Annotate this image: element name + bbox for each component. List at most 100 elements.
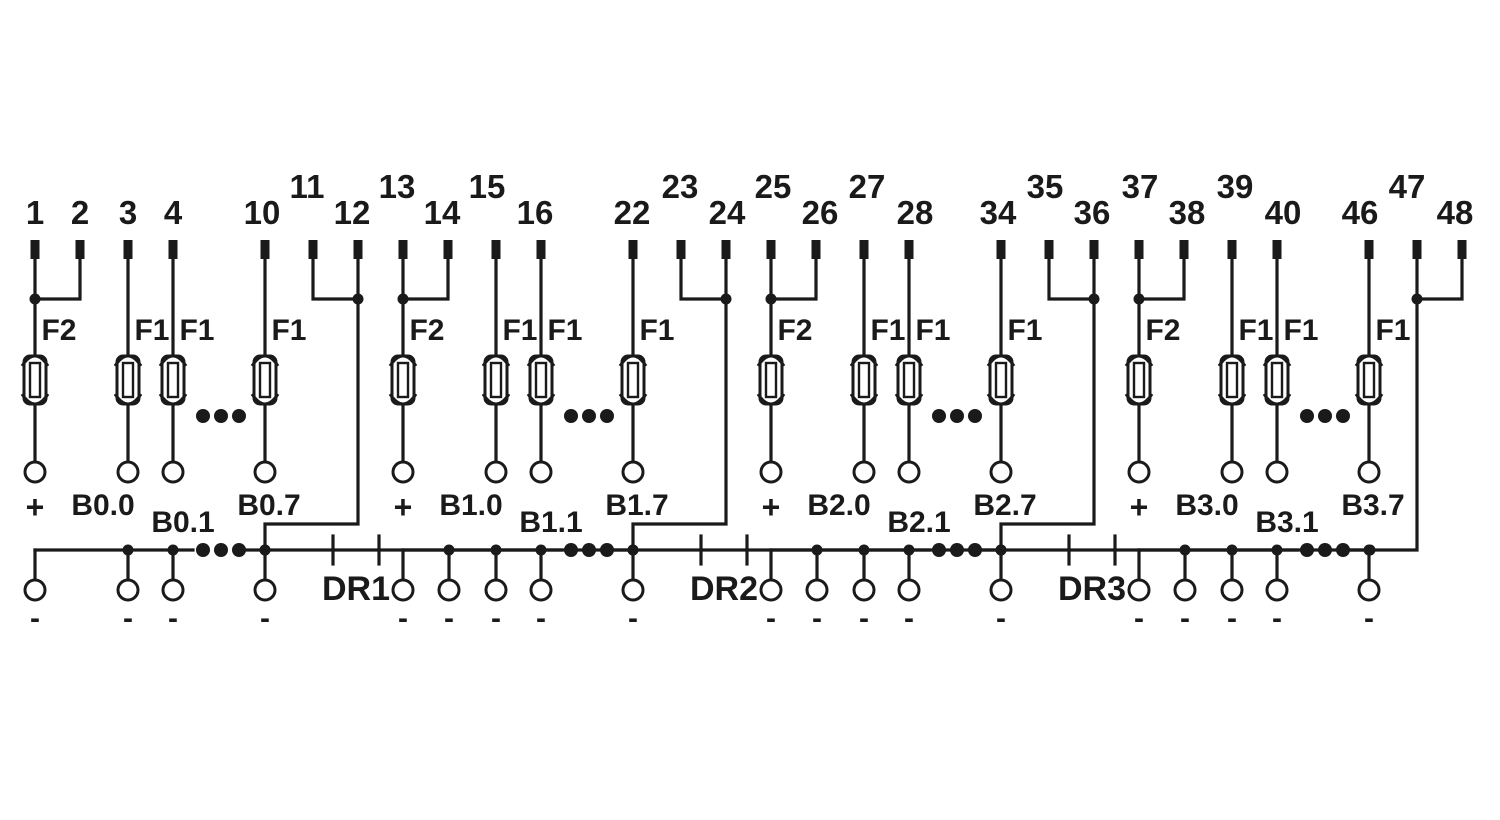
ellipsis-dot [932, 543, 946, 557]
ellipsis-dot [564, 543, 578, 557]
fuse-element [1225, 361, 1239, 399]
terminal-pin [904, 240, 914, 259]
junction-dot [1133, 293, 1145, 305]
dr-label: DR2 [690, 570, 758, 608]
bridge-wire [679, 258, 726, 301]
fuse-clip-bottom [113, 393, 143, 406]
fuse-clip-bottom [894, 393, 924, 406]
minus-sign: - [766, 602, 776, 635]
fuse-clip-top [986, 354, 1016, 367]
section-label: B2.0 [807, 489, 870, 522]
fuse-symbol [158, 354, 188, 406]
fuse-symbol [481, 354, 511, 406]
terminal-number: 36 [1074, 194, 1111, 231]
minus-terminal [23, 578, 47, 602]
fuse-symbol [756, 354, 786, 406]
fuse-symbol [618, 354, 648, 406]
fuse-clip-top [756, 354, 786, 367]
terminal-pin [1364, 240, 1374, 259]
minus-sign: - [1180, 602, 1190, 635]
fuse-element [994, 361, 1008, 399]
terminal-pin [766, 240, 776, 259]
output-terminal [989, 460, 1013, 484]
ellipsis-dot [214, 409, 228, 423]
fuse-label-f1: F1 [915, 314, 950, 347]
junction-dot [720, 293, 732, 305]
fuse-element [1362, 361, 1376, 399]
minus-terminal [621, 578, 645, 602]
section-label: B2.1 [887, 506, 950, 539]
fuse-element [28, 361, 42, 399]
minus-terminal [989, 578, 1013, 602]
plus-sign: + [762, 489, 781, 525]
terminal-pin [168, 240, 178, 259]
fuse-clip-top [20, 354, 50, 367]
fuse-clip-bottom [20, 393, 50, 406]
minus-sign: - [260, 602, 270, 635]
bridge-wire [1417, 258, 1464, 301]
fuse-clip-top [1217, 354, 1247, 367]
ellipsis-dot [1318, 543, 1332, 557]
output-terminal [253, 460, 277, 484]
fuse-symbol [986, 354, 1016, 406]
fuse-symbol [1354, 354, 1384, 406]
junction-dot [1226, 544, 1238, 556]
fuse-label-f1: F1 [1283, 314, 1318, 347]
terminal-pin [123, 240, 133, 259]
bridge-wire [631, 258, 728, 550]
ellipsis-dot [1300, 543, 1314, 557]
section-label: B1.7 [605, 489, 668, 522]
fuse-clip-top [849, 354, 879, 367]
minus-terminal [391, 578, 415, 602]
junction-dot [1088, 293, 1100, 305]
fuse-clip-top [526, 354, 556, 367]
junction-dot [1271, 544, 1283, 556]
minus-terminal [852, 578, 876, 602]
output-terminal [391, 460, 415, 484]
output-terminal [161, 460, 185, 484]
terminal-number: 23 [662, 168, 699, 205]
bridge-wire [999, 258, 1096, 550]
ellipsis-dot [968, 543, 982, 557]
fuse-element [489, 361, 503, 399]
minus-sign: - [1272, 602, 1282, 635]
fuse-clip-top [894, 354, 924, 367]
bridge-wire [263, 258, 360, 550]
fuse-element [1270, 361, 1284, 399]
minus-sign: - [859, 602, 869, 635]
minus-terminal [1265, 578, 1289, 602]
junction-dot [903, 544, 915, 556]
plus-sign: + [394, 489, 413, 525]
bridge-wire [311, 258, 358, 301]
terminal-pin [491, 240, 501, 259]
terminal-pin [1412, 240, 1422, 259]
ellipsis-dot [600, 543, 614, 557]
ellipsis-dot [582, 543, 596, 557]
fuse-clip-top [1124, 354, 1154, 367]
output-terminal [23, 460, 47, 484]
terminal-number: 1 [26, 194, 44, 231]
fuse-element [258, 361, 272, 399]
junction-dot [352, 293, 364, 305]
output-terminal [897, 460, 921, 484]
fuse-clip-bottom [986, 393, 1016, 406]
terminal-pin [1272, 240, 1282, 259]
supply-bridge [35, 258, 82, 301]
fuse-clip-top [113, 354, 143, 367]
junction-dot [765, 293, 777, 305]
section-label: B0.7 [237, 489, 300, 522]
minus-sign: - [1227, 602, 1237, 635]
fuse-element [764, 361, 778, 399]
junction-dot [1364, 544, 1376, 556]
output-terminal [1357, 460, 1381, 484]
fuse-element [166, 361, 180, 399]
fuse-clip-bottom [250, 393, 280, 406]
terminal-pin [398, 240, 408, 259]
fuse-element [902, 361, 916, 399]
minus-sign: - [628, 602, 638, 635]
minus-terminal [484, 578, 508, 602]
terminal-pin [1134, 240, 1144, 259]
output-terminal [852, 460, 876, 484]
fuse-clip-bottom [481, 393, 511, 406]
